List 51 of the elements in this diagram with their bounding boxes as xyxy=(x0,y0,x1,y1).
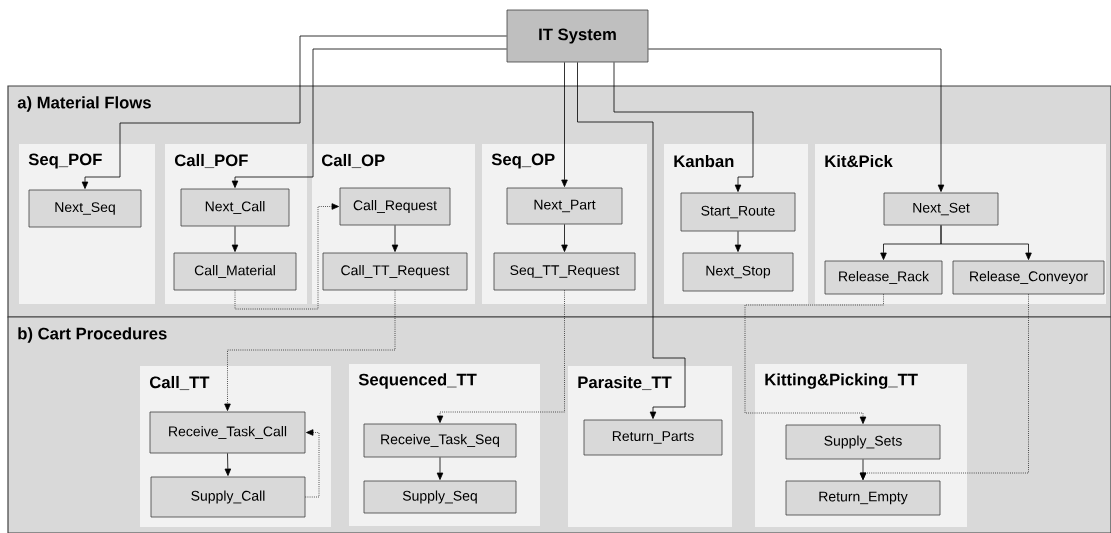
process-box: Supply_Sets xyxy=(785,424,941,460)
system-box: IT System xyxy=(506,9,649,63)
group-title: Call_POF xyxy=(174,153,248,169)
process-box: Release_Rack xyxy=(824,260,943,295)
process-box: Supply_Call xyxy=(150,476,306,518)
process-box: Return_Empty xyxy=(785,480,941,516)
group-title: Call_OP xyxy=(321,153,385,169)
group-title: Seq_POF xyxy=(28,153,102,169)
group-title: Parasite_TT xyxy=(578,375,672,391)
arrow xyxy=(744,294,884,424)
group-title: Kitting&Picking_TT xyxy=(765,373,918,389)
arrow xyxy=(734,231,742,252)
section-title: b) Cart Procedures xyxy=(18,327,167,343)
arrow xyxy=(613,62,754,192)
arrow xyxy=(436,457,444,480)
process-box: Next_Stop xyxy=(682,252,794,292)
arrow xyxy=(224,453,232,476)
arrow xyxy=(81,35,507,189)
process-box: Receive_Task_Seq xyxy=(363,423,517,458)
process-box: Call_Request xyxy=(339,187,451,226)
arrow xyxy=(859,459,867,480)
arrow xyxy=(561,62,568,187)
process-box: Receive_Task_Call xyxy=(149,411,306,454)
process-box: Next_Set xyxy=(883,192,999,226)
process-box: Start_Route xyxy=(680,192,796,232)
group-title: Kit&Pick xyxy=(825,154,893,168)
process-box: Return_Parts xyxy=(583,419,723,456)
arrow xyxy=(577,62,686,419)
group-title: Call_TT xyxy=(149,375,210,391)
arrow xyxy=(234,203,339,310)
arrow xyxy=(940,225,1032,260)
process-box: Supply_Seq xyxy=(363,480,517,514)
arrow xyxy=(224,290,396,411)
arrow xyxy=(305,429,320,498)
process-box: Call_Material xyxy=(173,252,297,291)
arrow xyxy=(231,48,507,188)
process-box: Next_Call xyxy=(180,188,290,227)
process-box: Next_Part xyxy=(506,187,623,225)
process-box: Seq_TT_Request xyxy=(493,252,636,291)
arrow xyxy=(436,290,565,423)
arrow xyxy=(231,226,239,252)
group-title: Sequenced_TT xyxy=(358,373,477,389)
group-title: Kanban xyxy=(674,154,734,168)
arrow xyxy=(561,224,568,252)
group-title: Seq_OP xyxy=(491,153,555,169)
process-box: Call_TT_Request xyxy=(322,252,468,291)
process-box: Release_Conveyor xyxy=(952,260,1105,295)
section-title: a) Material Flows xyxy=(17,96,151,112)
arrow xyxy=(391,225,399,252)
process-box: Next_Seq xyxy=(28,189,142,228)
arrow xyxy=(648,48,945,192)
